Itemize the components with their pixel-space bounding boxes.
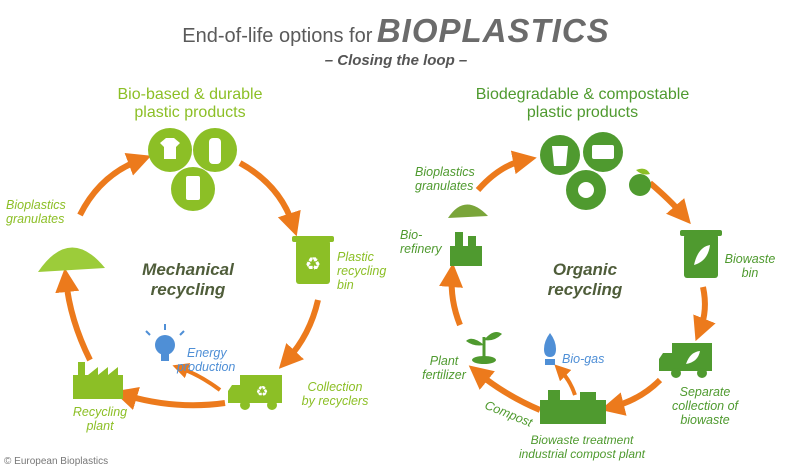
left-center-line1: Mechanical: [142, 260, 234, 279]
treatment-label: Biowaste treatment industrial compost pl…: [497, 433, 667, 461]
biorefinery-icon: [450, 232, 482, 266]
light-bulb-icon: [145, 324, 185, 361]
collection-label: Collection by recyclers: [290, 380, 380, 408]
label-line: Separate: [679, 385, 731, 399]
arrow-bin-to-collection: [693, 286, 716, 342]
biogas-flame-icon: [544, 333, 556, 365]
left-header-line1: Bio-based & durable: [117, 86, 263, 103]
label-line: granulates: [6, 212, 65, 226]
right-cycle-arrows: [439, 150, 716, 416]
arrow-granulates-to-products: [77, 152, 152, 217]
right-center-line2: recycling: [547, 280, 623, 299]
arrow-collection-to-energy: [172, 363, 222, 392]
left-header: Bio-based & durable plastic products: [100, 86, 280, 122]
title-prefix: End-of-life options for: [182, 25, 373, 47]
label-line: Collection: [307, 380, 363, 394]
left-granulates-label: Bioplastics granulates: [6, 198, 86, 226]
label-line: granulates: [415, 179, 474, 193]
label-line: Bioplastics: [6, 198, 66, 212]
plastic-bin-label: Plastic recycling bin: [337, 250, 397, 292]
page-title: End-of-life options for BIOPLASTICS: [0, 12, 792, 50]
svg-text:♻: ♻: [305, 254, 321, 274]
right-header-line2: plastic products: [526, 104, 639, 121]
label-line: fertilizer: [422, 368, 466, 382]
granulates-pile-icon: [38, 247, 105, 272]
apple-icon: [629, 174, 651, 196]
biowaste-truck-icon: [659, 343, 712, 378]
arrow-collection-to-treatment: [600, 377, 663, 416]
recycling-plant-label: Recycling plant: [60, 405, 140, 433]
label-line: Biowaste treatment: [530, 433, 634, 447]
svg-text:♻: ♻: [256, 383, 269, 399]
biorefinery-label: Bio- refinery: [400, 228, 450, 256]
plant-sprout-icon: [466, 332, 502, 364]
label-line: bin: [337, 278, 354, 292]
recycling-truck-icon: ♻: [228, 375, 282, 410]
label-line: refinery: [400, 242, 442, 256]
copyright-footer: © European Bioplastics: [4, 456, 109, 467]
arrow-fertilizer-to-biorefinery: [439, 263, 464, 327]
energy-production-label: Energy production: [177, 346, 257, 374]
right-center-line1: Organic: [552, 260, 618, 279]
arrow-bin-to-collection: [278, 299, 321, 369]
label-line: biowaste: [680, 413, 730, 427]
title-main: BIOPLASTICS: [376, 12, 610, 49]
arrow-products-to-bin: [648, 180, 691, 225]
right-products-icons: [540, 132, 651, 210]
arrow-plant-to-granulates: [55, 268, 93, 362]
label-line: collection of: [671, 399, 738, 413]
right-header-line1: Biodegradable & compostable: [475, 86, 690, 103]
left-cycle-arrows: [55, 152, 321, 410]
label-line: Plant: [429, 354, 459, 368]
granulates-pile-icon: [448, 204, 488, 218]
left-center-line2: recycling: [150, 280, 226, 299]
label-line: production: [177, 360, 236, 374]
label-line: industrial compost plant: [518, 447, 646, 461]
left-products-icons: [148, 128, 237, 211]
label-line: recycling: [337, 264, 387, 278]
separate-collection-label: Separate collection of biowaste: [660, 385, 750, 427]
right-header: Biodegradable & compostable plastic prod…: [455, 86, 710, 122]
recycling-bin-icon: ♻: [292, 236, 334, 284]
label-line: Recycling: [72, 405, 128, 419]
compost-plant-icon: [540, 390, 606, 424]
biogas-label: Bio-gas: [562, 352, 605, 366]
label-line: Energy: [187, 346, 227, 360]
biowaste-bin-label: Biowaste bin: [720, 252, 780, 280]
right-granulates-label: Bioplastics granulates: [415, 165, 495, 193]
arrow-treatment-to-biogas: [554, 364, 577, 396]
left-center-label: Mechanical recycling: [123, 260, 253, 300]
right-center-label: Organic recycling: [520, 260, 650, 300]
label-line: Plastic: [337, 250, 374, 264]
arrow-granulates-to-products: [475, 150, 537, 192]
biowaste-bin-icon: [680, 230, 722, 278]
arrow-products-to-bin: [238, 160, 301, 237]
label-line: bin: [741, 266, 759, 280]
arrow-treatment-to-fertilizer: [468, 365, 542, 413]
arrow-collection-to-plant: [113, 386, 226, 410]
label-line: Bioplastics: [415, 165, 475, 179]
label-line: plant: [86, 419, 114, 433]
left-header-line2: plastic products: [134, 104, 246, 121]
page-subtitle: – Closing the loop –: [324, 52, 468, 69]
label-line: by recyclers: [301, 394, 369, 408]
label-line: Bio-: [400, 228, 423, 242]
factory-icon: [73, 362, 123, 399]
fertilizer-label: Plant fertilizer: [414, 354, 474, 382]
label-line: Biowaste: [724, 252, 776, 266]
